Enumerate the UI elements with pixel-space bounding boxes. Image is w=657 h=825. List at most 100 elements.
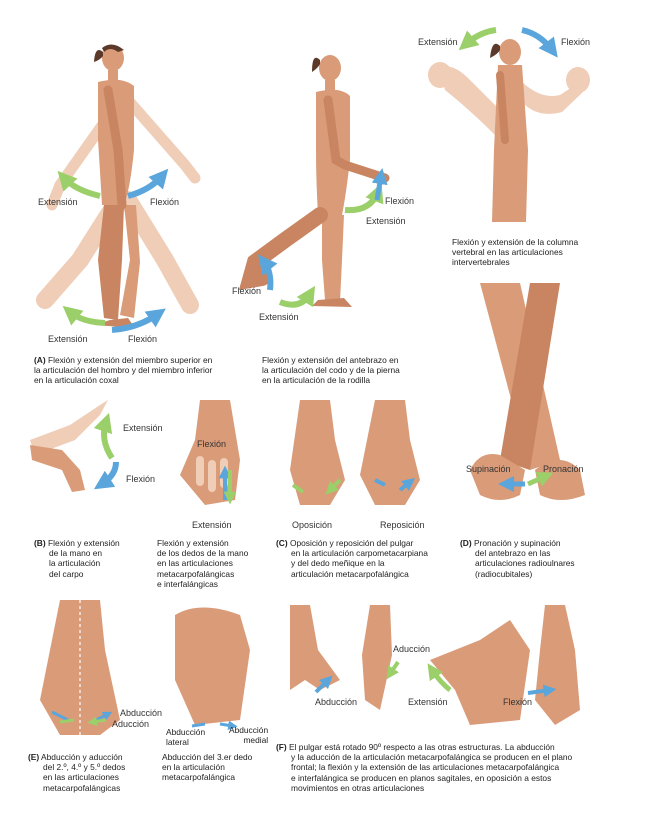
label-spine-extension: Extensión (418, 37, 458, 47)
thumb-adduction-arrow (386, 660, 400, 680)
label-spine-flexion: Flexión (561, 37, 591, 47)
label-reposition: Reposición (380, 520, 425, 530)
caption-e2-line2: en la articulación (162, 762, 225, 773)
supination-pronation-arrows (497, 471, 554, 493)
caption-f-line5: movimientos en otras articulaciones (291, 782, 425, 793)
caption-b2-line1: Flexión y extensión (157, 538, 229, 548)
spine-figure (428, 39, 590, 222)
spine-arrows (458, 27, 558, 58)
opposition-arrows (291, 478, 342, 492)
caption-panel-e: (E) Abducción y aducción del 2.º, 4.º y … (28, 752, 153, 793)
label-e-abd-lateral-2: lateral (166, 737, 189, 748)
thumb-hand-2 (362, 605, 392, 710)
caption-panel-b2: Flexión y extensión de los dedos de la m… (157, 538, 272, 589)
caption-b-line4: del carpo (49, 568, 84, 579)
label-f-abduction: Abducción (315, 697, 358, 707)
label-e-aduccion: Aducción (112, 719, 150, 729)
thumb-abduction-arrow (314, 675, 333, 694)
label-walk-flexion-arm: Flexión (150, 197, 180, 207)
label-e-abduction-lateral: Abducción lateral (166, 727, 205, 747)
caption-b-line2: de la mano en (49, 548, 103, 559)
caption-b-line1: Flexión y extensión (47, 538, 120, 548)
label-walk-extension-arm: Extensión (38, 197, 78, 207)
caption-f-line1: El pulgar está rotado 90º respecto a las… (289, 742, 555, 752)
caption-c-line4: articulación metacarpofalángica (291, 568, 409, 579)
caption-letter-f: (F) (276, 742, 287, 752)
caption-f-line4: e interfalángica se producen en planos s… (291, 772, 552, 783)
caption-letter-c: (C) (276, 538, 288, 548)
label-supination: Supinación (466, 464, 511, 474)
label-pronation: Pronación (543, 464, 584, 474)
caption-c-line2: en la articulación carpometacarpiana (291, 548, 428, 559)
adduction-arrows-e1 (59, 720, 107, 722)
caption-a2-line1: Flexión y extensión del antebrazo en (262, 355, 399, 365)
caption-letter-e: (E) (28, 752, 40, 762)
label-f-extension: Extensión (408, 697, 448, 707)
caption-b2-line2: de los dedos de la mano (157, 548, 249, 559)
caption-a2-line2: la articulación del codo y de la pierna (262, 365, 400, 376)
caption-panel-a2: Flexión y extensión del antebrazo en la … (262, 355, 442, 386)
thumb-hand-1 (290, 605, 340, 690)
caption-a-line2: la articulación del hombro y del miembro… (34, 365, 213, 376)
label-e-abduction: Abducción (120, 708, 163, 718)
label-fingers-extension: Extensión (192, 520, 232, 530)
label-knee-flexion-upper: Flexión (385, 196, 415, 206)
caption-e-line3: en las articulaciones (43, 772, 119, 783)
caption-panel-c: (C) Oposición y reposición del pulgar en… (276, 538, 451, 579)
caption-spine-line1: Flexión y extensión de la columna (452, 237, 579, 247)
caption-letter-b: (B) (34, 538, 46, 548)
caption-a-line1: Flexión y extensión del miembro superior… (47, 355, 213, 365)
caption-panel-e2: Abducción del 3.er dedo en la articulaci… (162, 752, 277, 783)
caption-letter-d: (D) (460, 538, 472, 548)
caption-b2-line3: en las articulaciones (157, 558, 233, 569)
caption-e-line2: del 2.º, 4.º y 5.º dedos (43, 762, 126, 773)
caption-spine: Flexión y extensión de la columna verteb… (452, 237, 612, 268)
caption-e2-line3: metacarpofalángica (162, 772, 236, 783)
label-e-abd-medial-2: medial (243, 735, 269, 746)
caption-a-line3: en la articulación coxal (34, 375, 119, 386)
walking-arm-arrows (57, 168, 169, 333)
caption-f-line3: frontal; la flexión y la extensión de la… (291, 762, 560, 773)
thumb-hand-3 (430, 620, 530, 725)
caption-d-line1: Pronación y supinación (473, 538, 561, 548)
reposition-hand (360, 400, 420, 505)
caption-f-line2: y la aducción de la articulación metacar… (291, 752, 573, 763)
label-f-aduccion: Aducción (393, 644, 431, 654)
caption-d-line3: articulaciones radioulnares (475, 558, 575, 569)
walking-figure (36, 44, 201, 328)
wrist-arrows (93, 412, 119, 490)
caption-panel-a: (A) Flexión y extensión del miembro supe… (34, 355, 264, 386)
caption-spine-line2: vertebral en las articulaciones (452, 247, 563, 258)
abduction-hand-2 (175, 607, 250, 725)
caption-e2-line1: Abducción del 3.er dedo (162, 752, 253, 762)
caption-c-line3: y del dedo meñique en la (291, 558, 385, 569)
caption-b2-line4: metacarpofalángicas (157, 568, 235, 579)
caption-a2-line3: en la articulación de la rodilla (262, 375, 371, 386)
caption-d-line4: (radiocubitales) (475, 568, 533, 579)
caption-e-line4: metacarpofalángicas (43, 782, 121, 793)
wrist-figure (30, 400, 108, 492)
caption-panel-b: (B) Flexión y extensión de la mano en la… (34, 538, 144, 579)
reposition-arrows (374, 480, 410, 492)
label-wrist-flexion: Flexión (126, 474, 156, 484)
caption-b-line3: la articulación (49, 558, 101, 569)
opposition-hand (290, 400, 345, 505)
caption-spine-line3: intervertebrales (452, 257, 510, 268)
caption-e-line1: Abducción y aducción (41, 752, 123, 762)
caption-d-line2: del antebrazo en las (475, 548, 551, 559)
label-f-flexion: Flexión (503, 697, 533, 707)
elbow-knee-figure (238, 55, 390, 307)
label-opposition: Oposición (292, 520, 333, 530)
thumb-hand-4 (535, 605, 580, 725)
caption-c-line1: Oposición y reposición del pulgar (289, 538, 414, 548)
caption-panel-f: (F) El pulgar está rotado 90º respecto a… (276, 742, 626, 793)
label-wrist-extension: Extensión (123, 423, 163, 433)
label-walk-flexion-leg: Flexión (128, 334, 158, 344)
label-knee-extension-upper: Extensión (366, 216, 406, 226)
label-knee-flexion-lower: Flexión (232, 286, 262, 296)
elbow-knee-arrows (258, 168, 388, 308)
abduction-hand-1 (40, 600, 120, 735)
caption-panel-d: (D) Pronación y supinación del antebrazo… (460, 538, 610, 579)
caption-letter-a: (A) (34, 355, 46, 365)
